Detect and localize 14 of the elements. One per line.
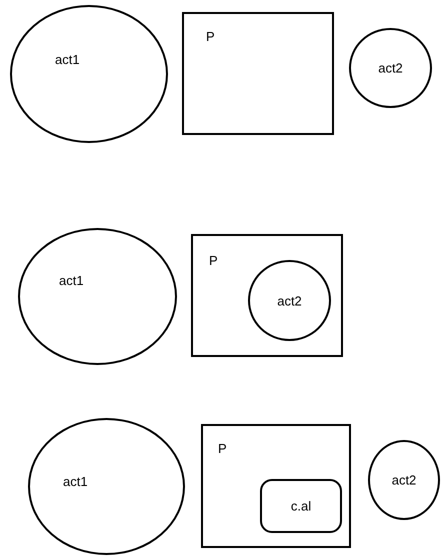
node-label: c.al xyxy=(290,500,312,512)
rounded-box xyxy=(260,479,342,533)
node-label: P xyxy=(209,254,218,267)
container-box xyxy=(201,424,351,548)
node-label: act1 xyxy=(55,53,80,66)
node-label: act1 xyxy=(63,475,88,488)
node-label: P xyxy=(218,442,227,455)
node-label: act2 xyxy=(378,62,403,74)
node-label: act2 xyxy=(277,294,302,307)
node-label: act1 xyxy=(59,274,84,287)
container-box xyxy=(182,12,334,135)
container-box xyxy=(191,234,343,357)
node-label: act2 xyxy=(392,474,416,486)
node-label: P xyxy=(206,30,215,43)
